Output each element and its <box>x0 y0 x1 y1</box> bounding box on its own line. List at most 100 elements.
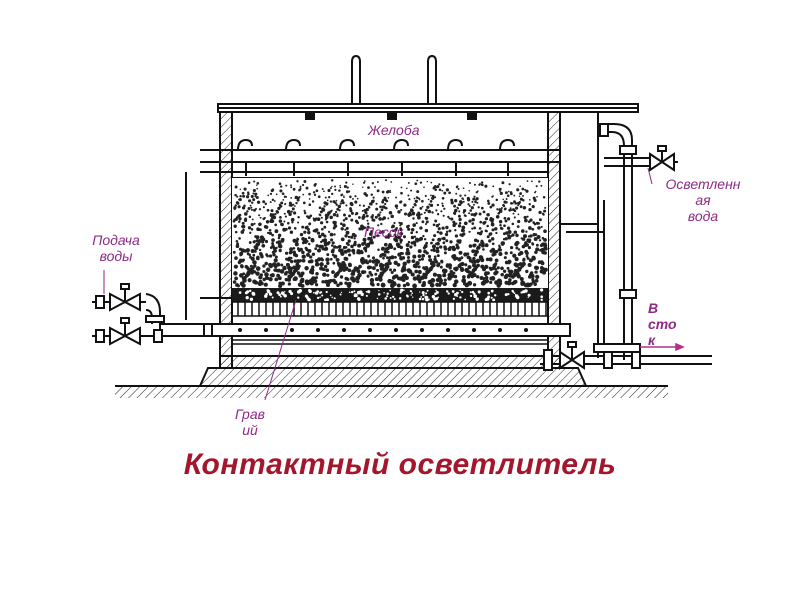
sand-grain <box>442 214 445 217</box>
sand-grain <box>490 222 494 225</box>
sand-grain <box>301 183 305 187</box>
collector-hole <box>238 328 242 332</box>
sand-grain <box>448 217 451 220</box>
sand-grain <box>436 185 440 189</box>
sand-grain <box>368 259 372 263</box>
label-gravel-line2: ий <box>242 422 258 438</box>
sand-grain <box>321 239 325 243</box>
sand-grain <box>517 219 521 224</box>
sand-grain <box>473 264 477 268</box>
gravel-stone <box>451 290 455 293</box>
sand-grain <box>423 211 426 214</box>
sand-grain <box>468 244 473 248</box>
collector-hole <box>342 328 346 332</box>
sand-grain <box>453 222 457 226</box>
sand-grain <box>323 234 327 238</box>
sand-grain <box>539 248 542 252</box>
sand-grain <box>509 251 513 255</box>
sand-grain <box>324 218 328 221</box>
sand-grain <box>489 205 493 209</box>
sand-grain <box>252 253 256 257</box>
sand-grain <box>431 238 435 242</box>
sand-grain <box>331 253 335 257</box>
sand-grain <box>412 223 417 227</box>
sand-grain <box>521 261 526 267</box>
sand-grain <box>307 248 312 254</box>
gravel-stone <box>487 295 491 299</box>
sand-grain <box>314 217 318 221</box>
gravel-stone <box>522 290 526 294</box>
sand-grain <box>417 269 422 275</box>
sand-grain <box>283 220 286 223</box>
sand-grain <box>449 240 453 244</box>
sand-grain <box>491 203 495 207</box>
sand-grain <box>374 186 376 188</box>
sand-grain <box>381 190 385 194</box>
sand-grain <box>440 210 443 213</box>
sand-grain <box>475 246 480 250</box>
sand-grain <box>472 283 477 287</box>
sand-grain <box>309 280 315 286</box>
sand-grain <box>367 186 370 189</box>
sand-grain <box>435 246 440 250</box>
sand-grain <box>347 268 352 273</box>
sand-grain <box>254 280 258 285</box>
sand-grain <box>371 218 375 222</box>
sand-grain <box>462 232 466 236</box>
sand-grain <box>340 248 344 252</box>
sand-grain <box>468 212 471 215</box>
sand-grain <box>252 260 257 265</box>
sand-grain <box>315 283 319 287</box>
sand-grain <box>527 235 531 238</box>
sand-grain <box>522 258 526 262</box>
sand-grain <box>258 228 262 232</box>
ground <box>115 385 668 398</box>
sand-grain <box>423 186 425 188</box>
sand-grain <box>279 216 282 219</box>
sand-grain <box>315 244 319 248</box>
sand-grain <box>274 277 279 282</box>
sand-grain <box>384 206 387 210</box>
sand-grain <box>533 282 537 287</box>
sand-grain <box>506 266 510 270</box>
sand-grain <box>307 228 310 231</box>
sand-grain <box>482 210 486 214</box>
sand-grain <box>297 215 300 219</box>
sand-grain <box>466 252 470 256</box>
sand-grain <box>477 190 479 192</box>
sand-grain <box>342 223 346 228</box>
sand-grain <box>457 257 462 262</box>
sand-grain <box>537 226 541 230</box>
sand-grain <box>319 210 323 214</box>
gravel-stone <box>320 291 323 294</box>
sand-grain <box>457 263 462 268</box>
sand-grain <box>318 234 322 239</box>
sand-grain <box>262 206 265 209</box>
sand-grain <box>325 282 331 288</box>
sand-grain <box>499 190 501 193</box>
sand-grain <box>412 263 418 269</box>
drain-arrow <box>640 342 685 352</box>
label-clarified-water-line2: ая <box>695 192 711 208</box>
sand-grain <box>400 200 403 203</box>
sand-grain <box>343 195 345 197</box>
sand-grain <box>287 267 291 271</box>
sand-grain <box>441 189 444 192</box>
sand-grain <box>451 247 456 252</box>
sand-grain <box>280 205 283 208</box>
sand-grain <box>238 220 241 223</box>
sand-grain <box>519 205 523 209</box>
sand-grain <box>541 212 545 216</box>
sand-grain <box>234 256 238 260</box>
sand-grain <box>440 259 444 263</box>
sand-grain <box>279 269 285 274</box>
sand-grain <box>269 192 273 196</box>
sand-grain <box>503 274 509 280</box>
gravel-stone <box>376 297 379 300</box>
sand-grain <box>479 276 484 280</box>
sand-grain <box>510 209 513 212</box>
sand-grain <box>380 282 386 288</box>
sand-grain <box>268 277 273 282</box>
sand-grain <box>449 270 454 274</box>
sand-grain <box>507 190 510 193</box>
